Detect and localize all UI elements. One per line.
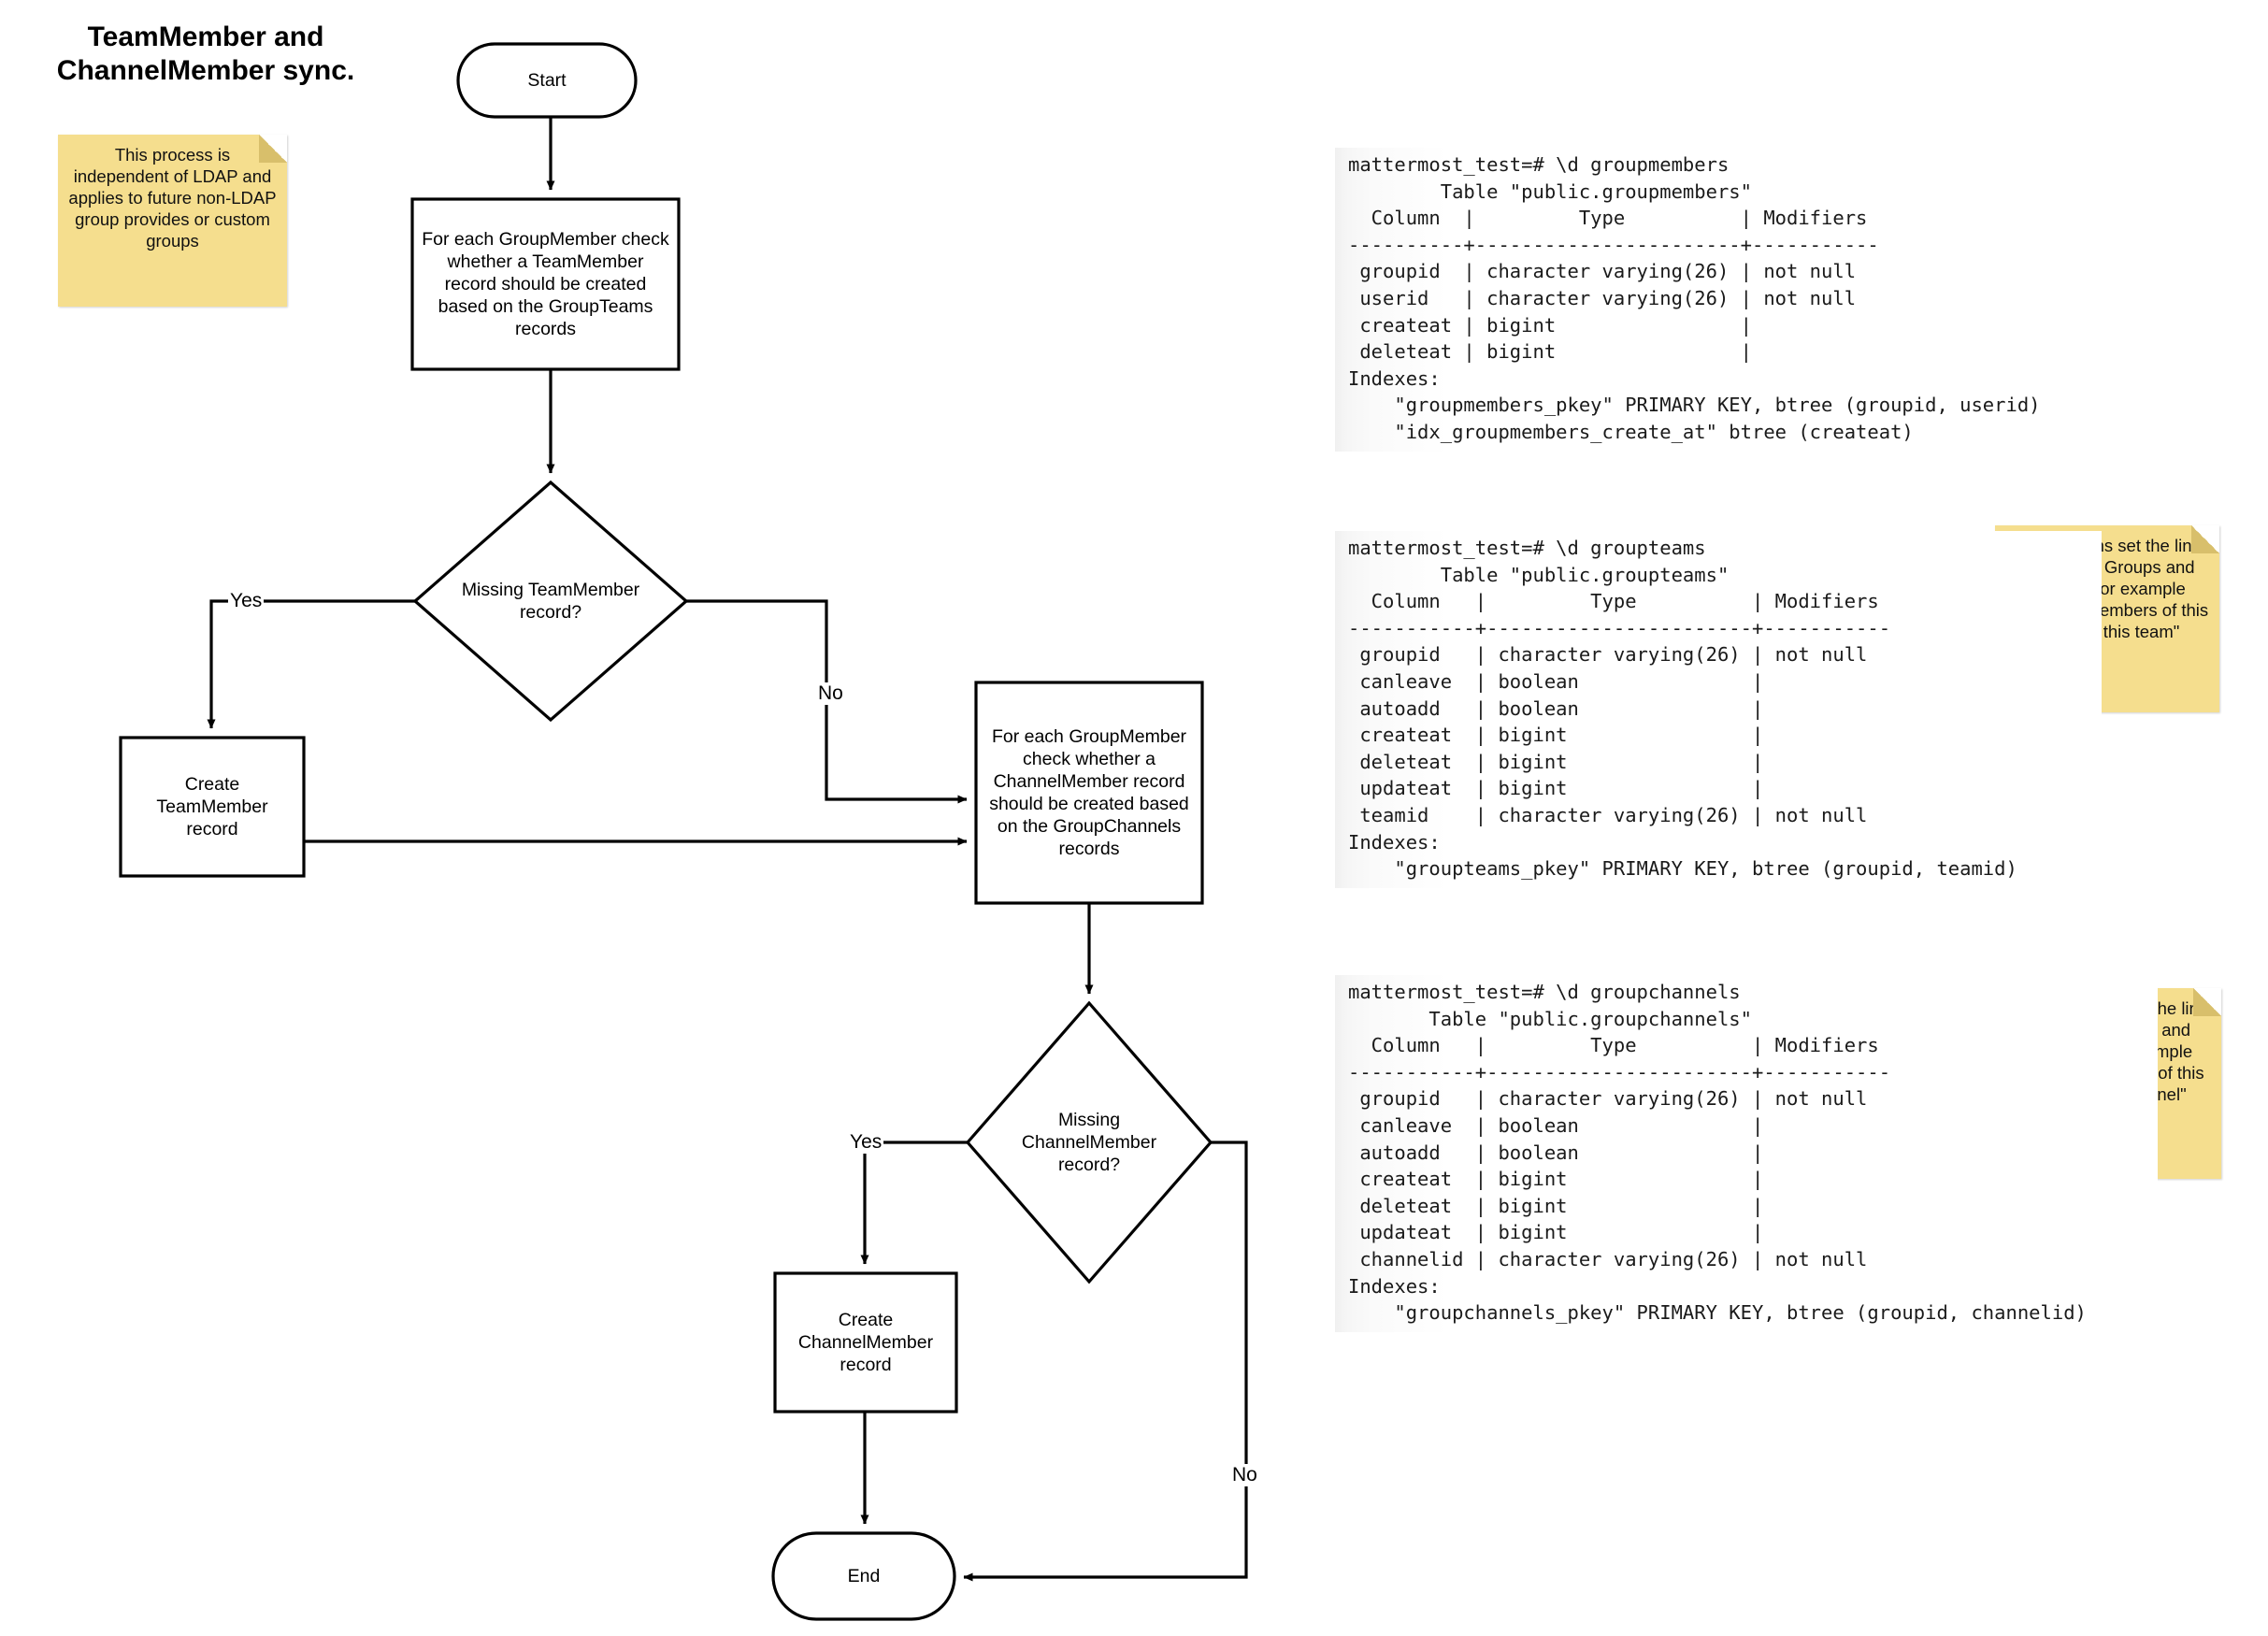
flow-node-create-teammember[interactable]: Create TeamMember record — [156, 774, 268, 840]
terminal-block-groupmembers: mattermost_test=# \d groupmembers Table … — [1335, 148, 2102, 452]
edge-label-no-channelmember: No — [1230, 1464, 1259, 1486]
flow-node-decision-channelmember[interactable]: Missing ChannelMember record? — [1021, 1110, 1157, 1175]
page-title: TeamMember and ChannelMember sync. — [56, 22, 355, 86]
flow-node-process-teammember[interactable]: For each GroupMember check whether a Tea… — [422, 229, 669, 339]
terminal-block-groupchannels: mattermost_test=# \d groupchannels Table… — [1335, 975, 2158, 1332]
flow-node-process-channelmember[interactable]: For each GroupMember check whether a Cha… — [989, 726, 1189, 859]
note-fold-corner-icon — [259, 135, 287, 163]
edge-label-no-teammember: No — [816, 682, 845, 705]
edge-label-yes-channelmember: Yes — [848, 1131, 884, 1154]
terminal-block-groupteams: mattermost_test=# \d groupteams Table "p… — [1335, 531, 2102, 888]
note-fold-corner-icon — [2193, 988, 2221, 1016]
flow-node-end[interactable]: End — [847, 1566, 881, 1586]
edge-label-yes-teammember: Yes — [228, 590, 265, 612]
flow-node-create-channelmember[interactable]: Create ChannelMember record — [797, 1310, 934, 1375]
sticky-note-ldap: This process is independent of LDAP and … — [58, 135, 287, 307]
sticky-note-ldap-text: This process is independent of LDAP and … — [68, 145, 277, 251]
note-fold-corner-icon — [2191, 525, 2219, 553]
flow-node-decision-teammember[interactable]: Missing TeamMember record? — [461, 580, 640, 623]
flow-node-start[interactable]: Start — [527, 70, 567, 91]
